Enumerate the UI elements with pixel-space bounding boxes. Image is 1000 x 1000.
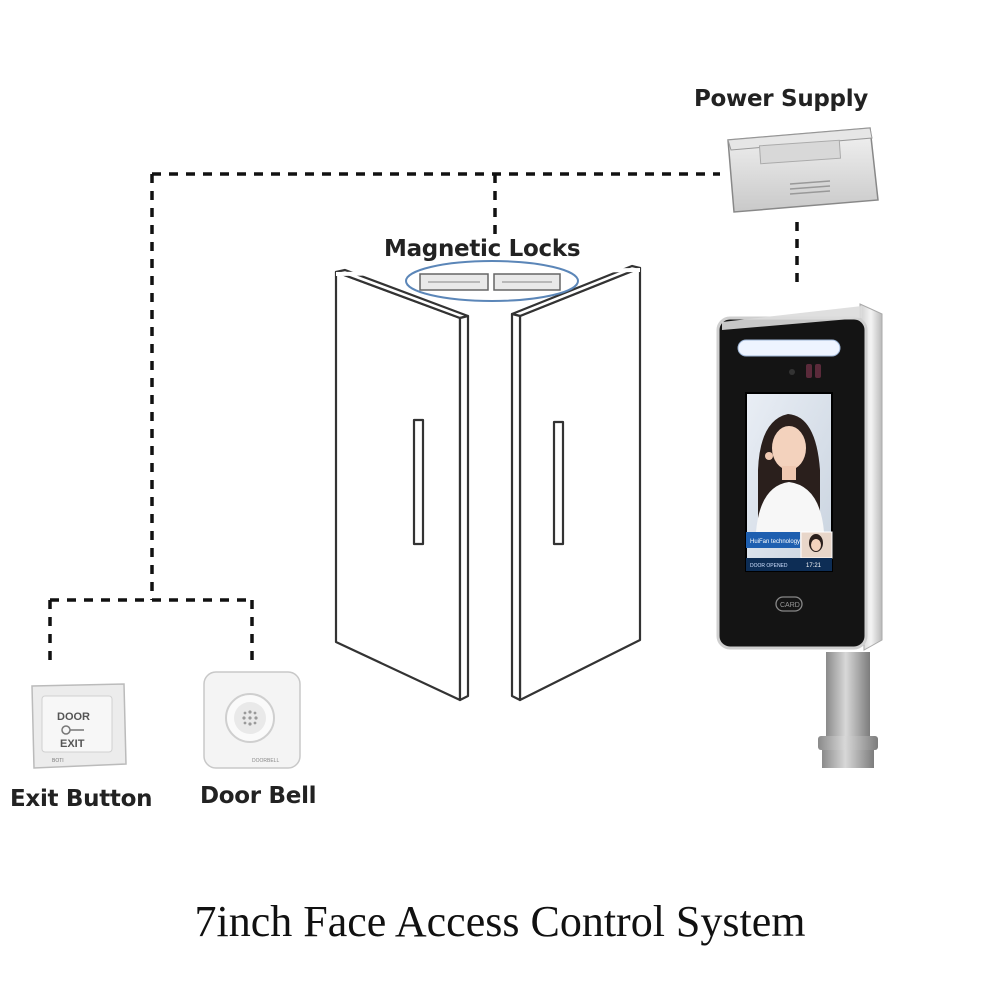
wiring: [48, 172, 799, 666]
exit-button-brand-text: BOTI: [52, 758, 64, 764]
screen-banner-text: HuiFan technology: [750, 539, 800, 545]
screen-banner: [746, 532, 800, 548]
left-door: [334, 268, 470, 702]
exit-button-label: Exit Button: [10, 786, 153, 812]
screen-status-text: DOOR OPENED: [750, 563, 788, 569]
door-bell-device: DOORBELL: [203, 671, 301, 769]
face-access-terminal: HuiFan technology DOOR OPENED 17:21 CARD: [716, 303, 883, 768]
lock-highlight-ellipse: [405, 260, 579, 302]
card-label: CARD: [780, 602, 800, 609]
card-reader: [775, 596, 803, 612]
page-title: 7inch Face Access Control System: [194, 897, 806, 946]
power-supply-unit: [727, 127, 879, 213]
power-supply-label: Power Supply: [694, 86, 868, 112]
exit-button-door-text: DOOR: [57, 711, 90, 723]
door-bell-brand-text: DOORBELL: [252, 758, 279, 764]
double-door: [334, 264, 642, 702]
magnetic-locks-label: Magnetic Locks: [384, 236, 581, 262]
face-photo: [756, 414, 824, 532]
terminal-pole: [826, 652, 870, 742]
magnetic-locks: [405, 260, 579, 302]
door-bell-label: Door Bell: [200, 783, 317, 809]
right-door: [510, 264, 642, 702]
screen-time-text: 17:21: [806, 563, 822, 569]
exit-button-exit-text: EXIT: [60, 738, 85, 750]
exit-button-device: DOOR EXIT BOTI: [31, 683, 127, 769]
